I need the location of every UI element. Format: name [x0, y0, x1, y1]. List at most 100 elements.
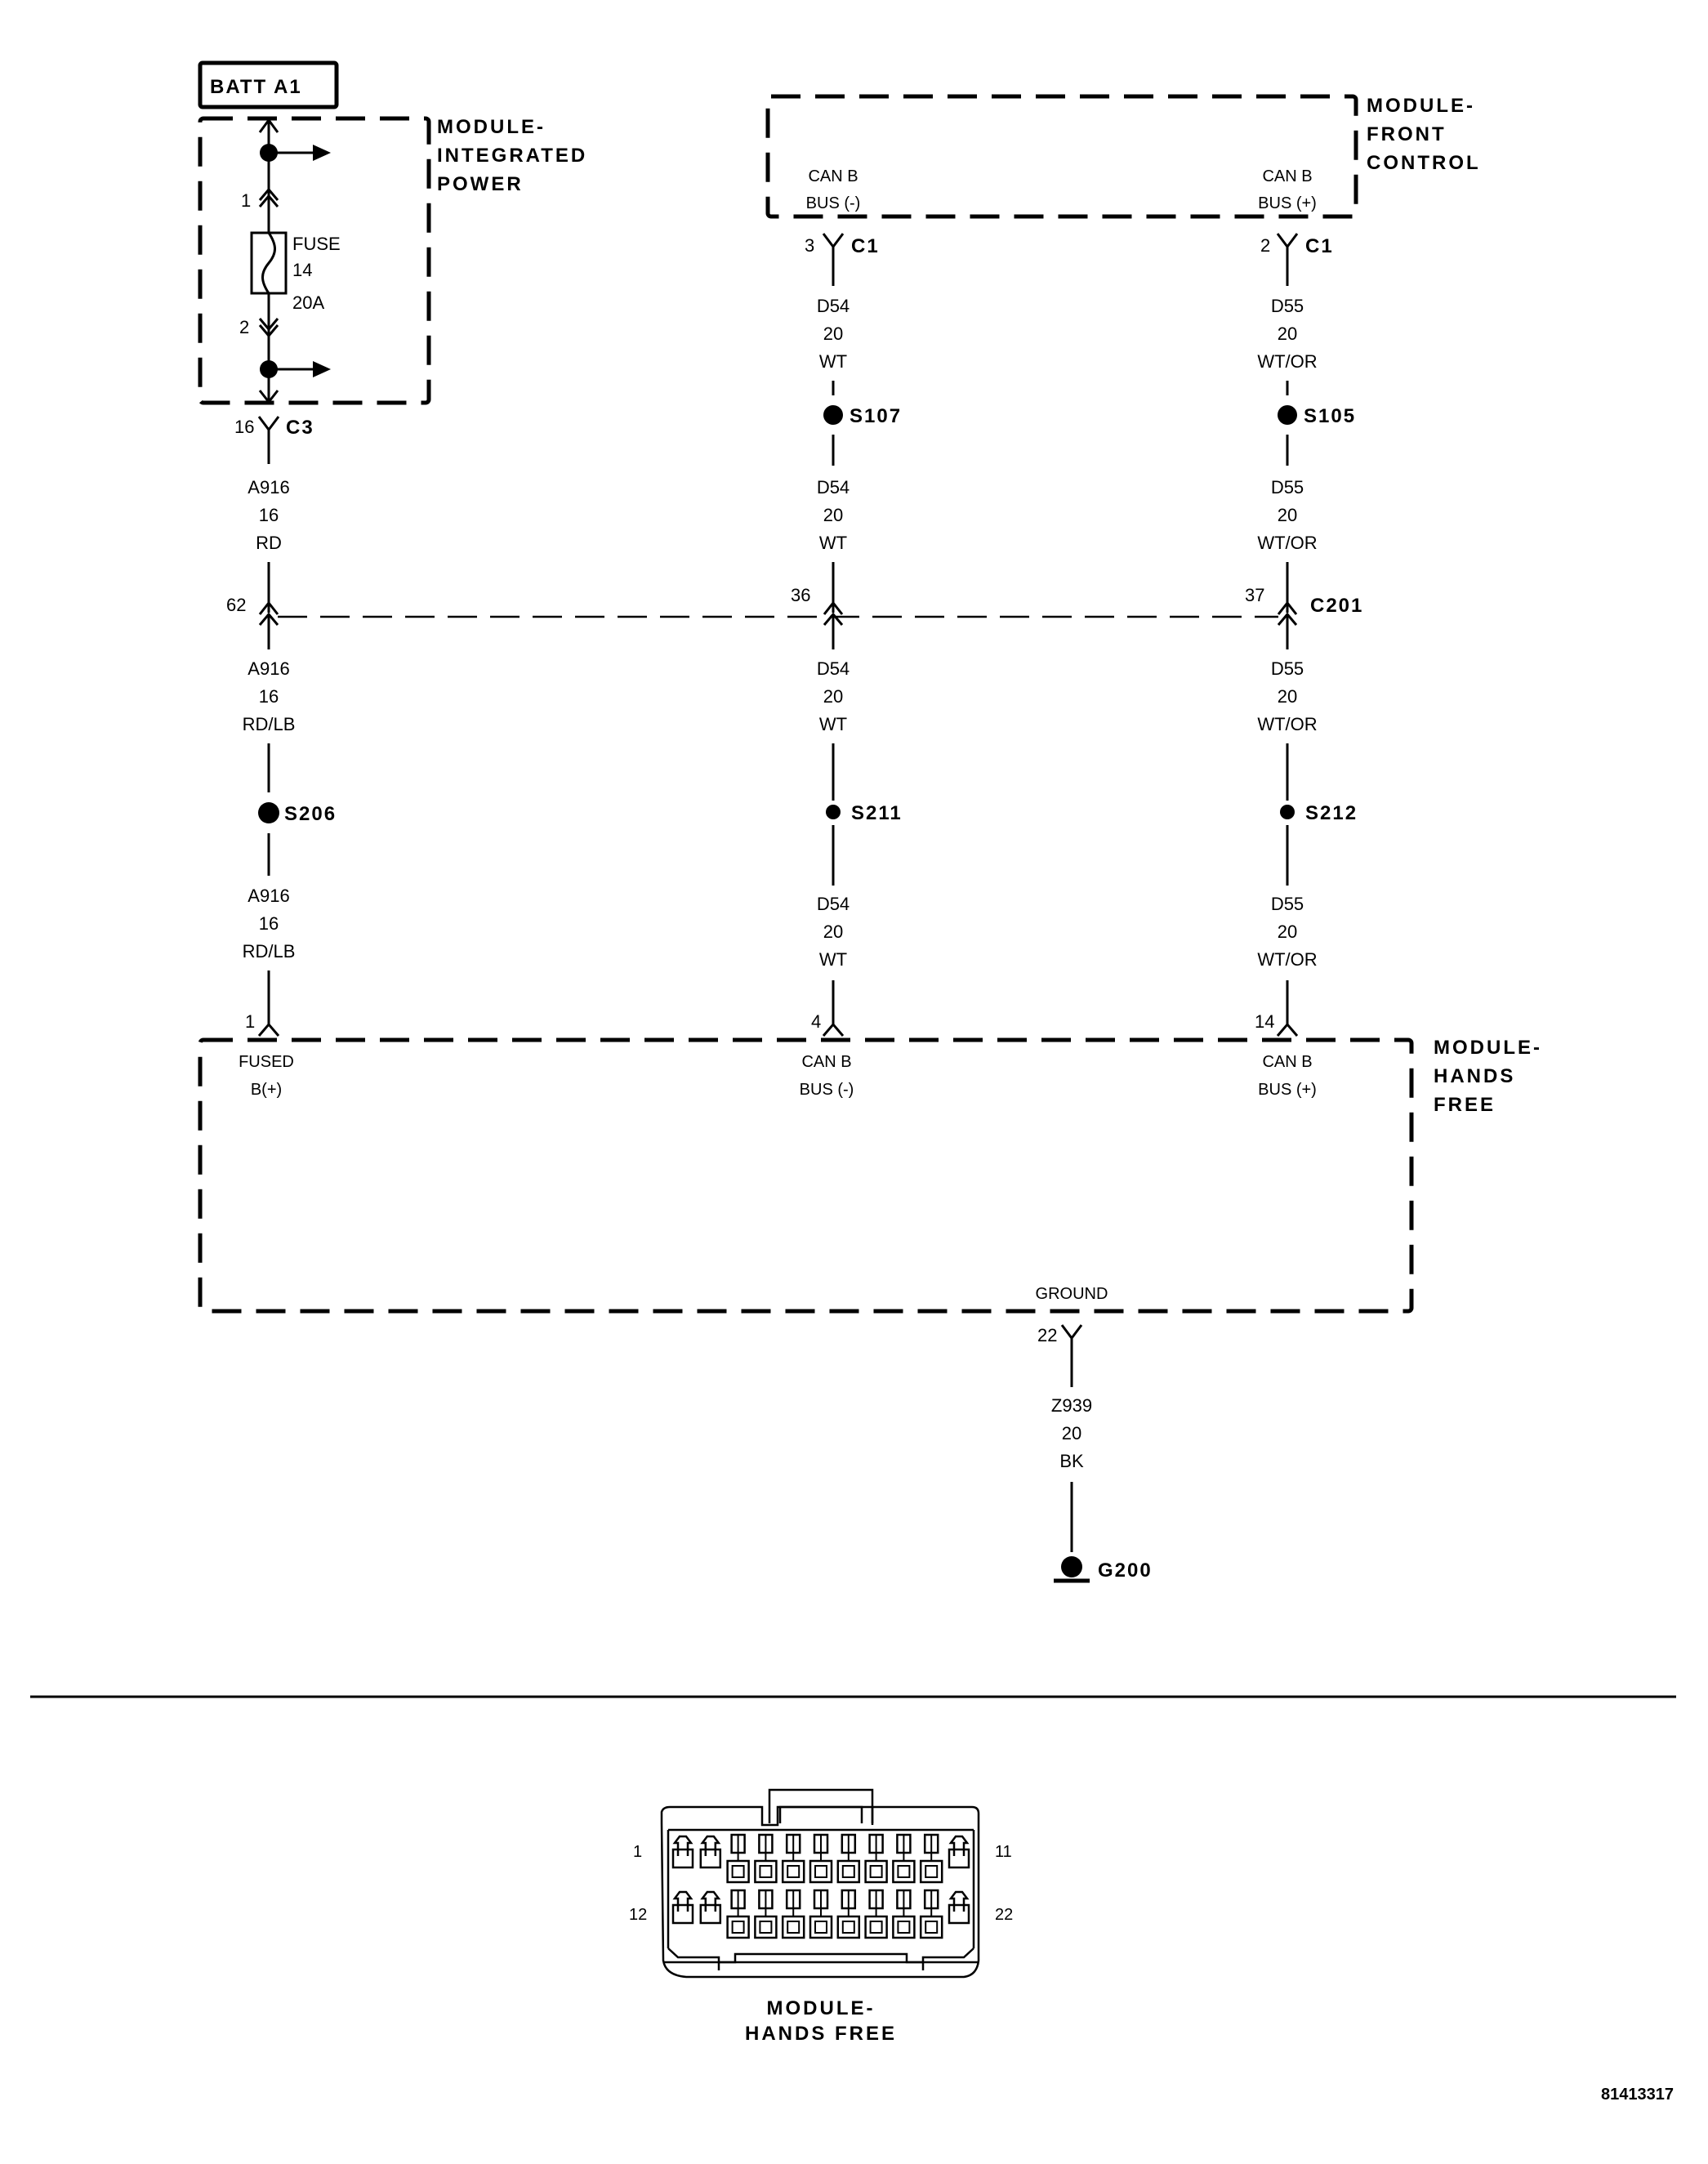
fcm-pin-name: BUS (-) [806, 194, 861, 212]
connector-cavity [754, 1889, 778, 1939]
module-hands-free: MODULE- HANDS FREE FUSED B(+) CAN B BUS … [198, 1037, 1542, 1314]
cavity-label-11: 11 [995, 1843, 1012, 1861]
wire-color: WT [819, 949, 847, 970]
wire-color: RD/LB [243, 941, 296, 962]
wire-circuit: A916 [248, 886, 289, 906]
wire-circuit: D54 [817, 894, 850, 914]
connector-cavity [781, 1833, 805, 1884]
connector-cavity [836, 1833, 861, 1884]
cavity-label-12: 12 [629, 1906, 647, 1924]
can-minus-column: 3 C1 D54 20 WT S107 D54 20 WT 36 D54 20 … [791, 233, 903, 1037]
hf-pin-14: 14 [1255, 1011, 1274, 1032]
power-wire-column: A916 16 RD 62 A916 16 RD/LB S206 A916 16… [226, 477, 335, 1037]
arrow-right-icon [313, 145, 331, 161]
connector-cavity [671, 1835, 694, 1869]
hf-pin-4: 4 [811, 1011, 821, 1032]
module-label-line3: FREE [1434, 1094, 1496, 1116]
hf-pin-name: GROUND [1036, 1285, 1108, 1303]
wire-gauge: 20 [823, 505, 843, 525]
fcm-pin: 3 [805, 235, 814, 256]
connector-cavity [809, 1833, 833, 1884]
hf-pin-name: CAN B [1262, 1053, 1312, 1071]
wire-color: WT [819, 351, 847, 372]
connector-title-line2: HANDS FREE [745, 2023, 897, 2045]
cavity-label-1: 1 [633, 1843, 642, 1861]
fuse-rating: 20A [292, 292, 324, 313]
fcm-pin-name: CAN B [1262, 167, 1312, 185]
fcm-pin: 2 [1260, 235, 1270, 256]
wire-gauge: 20 [823, 323, 843, 344]
connector-cavity [726, 1889, 750, 1939]
connector-title-line1: MODULE- [767, 1997, 876, 2019]
wire-circuit: D55 [1271, 296, 1304, 316]
wire-circuit: A916 [248, 477, 289, 497]
wire-circuit: Z939 [1051, 1395, 1092, 1416]
fcm-connector: C1 [1305, 235, 1334, 257]
wire-gauge: 20 [823, 921, 843, 942]
battery-label: BATT A1 [210, 76, 302, 98]
wire-color: RD [256, 533, 282, 553]
module-label-line3: CONTROL [1367, 152, 1481, 174]
c201-pin-power: 62 [226, 595, 246, 615]
splice-s212-label: S212 [1305, 802, 1358, 824]
figure-code: 81413317 [1601, 2086, 1674, 2104]
wire-color: RD/LB [243, 714, 296, 734]
splice-dot [826, 805, 841, 819]
connector-cavity [892, 1833, 916, 1884]
module-front-control: MODULE- FRONT CONTROL CAN B BUS (-) CAN … [765, 94, 1481, 219]
c201-pin-can-minus: 36 [791, 585, 810, 605]
connector-c3: 16 C3 [234, 416, 314, 464]
fuse-pin-out: 2 [239, 317, 249, 337]
module-label-line3: POWER [437, 173, 524, 195]
wire-gauge: 16 [259, 505, 279, 525]
connector-cavity [948, 1890, 970, 1925]
cavity-label-22: 22 [995, 1906, 1013, 1924]
connector-cavity [699, 1890, 722, 1925]
wire-gauge: 20 [823, 686, 843, 707]
c201-label: C201 [1310, 595, 1363, 617]
connector-cavity [864, 1833, 888, 1884]
wire-circuit: D54 [817, 658, 850, 679]
wire-color: WT/OR [1257, 533, 1317, 553]
c3-pin: 16 [234, 417, 254, 437]
wire-gauge: 20 [1278, 505, 1297, 525]
fcm-pin-name: CAN B [808, 167, 858, 185]
splice-dot [823, 405, 843, 425]
fuse-label: FUSE [292, 234, 341, 254]
c201-pin-can-plus: 37 [1245, 585, 1264, 605]
connector-pins-top-row [671, 1833, 970, 1884]
connector-face-view: 1 11 12 22 MODULE- HANDS FREE [629, 1788, 1013, 2045]
c3-label: C3 [286, 417, 314, 439]
fcm-pin-name: BUS (+) [1258, 194, 1317, 212]
connector-cavity [919, 1833, 943, 1884]
ground-icon [1061, 1556, 1082, 1577]
module-label-line1: MODULE- [1434, 1037, 1542, 1059]
module-label-line1: MODULE- [437, 116, 546, 138]
wire-circuit: D55 [1271, 477, 1304, 497]
connector-cavity [864, 1889, 888, 1939]
splice-s211-label: S211 [851, 802, 903, 824]
splice-s107-label: S107 [850, 405, 902, 427]
ipm-internal-circuit: 1 FUSE 14 20A 2 [239, 118, 341, 404]
wire-color: WT/OR [1257, 949, 1317, 970]
connector-cavity [671, 1890, 694, 1925]
wire-circuit: A916 [248, 658, 289, 679]
hf-pin-name: BUS (-) [800, 1081, 854, 1099]
wire-circuit: D55 [1271, 658, 1304, 679]
ground-wire: 22 Z939 20 BK G200 [1037, 1324, 1151, 1583]
wire-color: WT/OR [1257, 351, 1317, 372]
arrow-right-icon [313, 361, 331, 377]
can-plus-column: 2 C1 D55 20 WT/OR S105 D55 20 WT/OR 37 C… [1245, 233, 1363, 1037]
fuse-number: 14 [292, 260, 312, 280]
wire-color: WT [819, 714, 847, 734]
connector-cavity [754, 1833, 778, 1884]
splice-dot [1280, 805, 1295, 819]
connector-cavity [781, 1889, 805, 1939]
connector-cavity [919, 1889, 943, 1939]
module-label-line2: INTEGRATED [437, 145, 587, 167]
wire-gauge: 20 [1278, 686, 1297, 707]
wire-gauge: 16 [259, 686, 279, 707]
splice-dot [1278, 405, 1297, 425]
hf-pin-name: B(+) [251, 1081, 282, 1099]
